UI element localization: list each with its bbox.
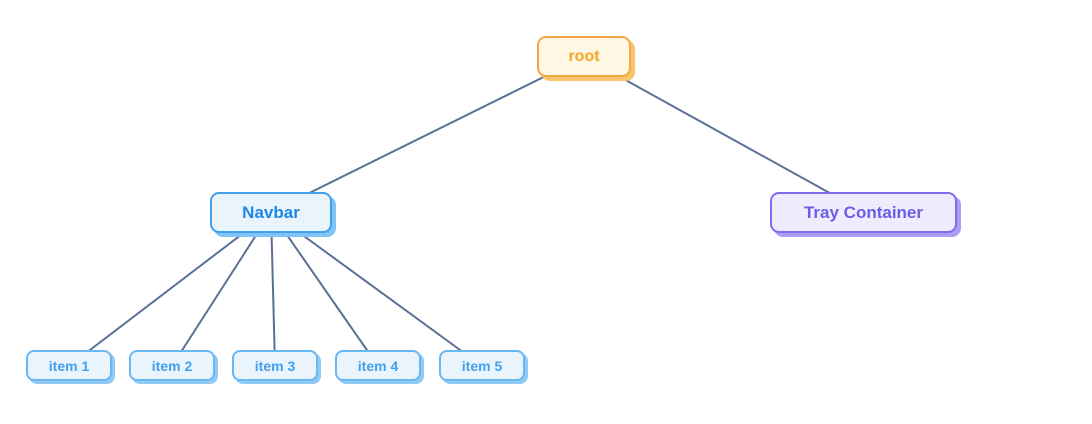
node-item-2[interactable]: item 2 (129, 350, 215, 381)
node-item-4[interactable]: item 4 (335, 350, 421, 381)
node-item-4-label: item 4 (357, 357, 399, 374)
node-root-label: root (568, 47, 600, 65)
edge-navbar-item1 (68, 211, 272, 367)
node-item-3-label: item 3 (254, 357, 296, 374)
node-item-5[interactable]: item 5 (439, 350, 525, 381)
edge-root-tray (583, 56, 865, 213)
node-item-1[interactable]: item 1 (26, 350, 112, 381)
edge-root-navbar (270, 56, 585, 213)
node-item-2-label: item 2 (151, 357, 193, 374)
edge-navbar-item2 (171, 211, 272, 367)
node-navbar[interactable]: Navbar (210, 192, 332, 233)
node-root[interactable]: root (537, 36, 631, 77)
node-tray-container-label: Tray Container (803, 202, 924, 222)
node-navbar-label: Navbar (242, 202, 300, 222)
node-tray-container[interactable]: Tray Container (770, 192, 957, 233)
edge-navbar-item4 (270, 211, 379, 367)
edge-navbar-item3 (270, 211, 276, 367)
edge-navbar-item5 (270, 211, 483, 367)
node-item-5-label: item 5 (461, 357, 503, 374)
node-item-1-label: item 1 (48, 357, 90, 374)
node-item-3[interactable]: item 3 (232, 350, 318, 381)
